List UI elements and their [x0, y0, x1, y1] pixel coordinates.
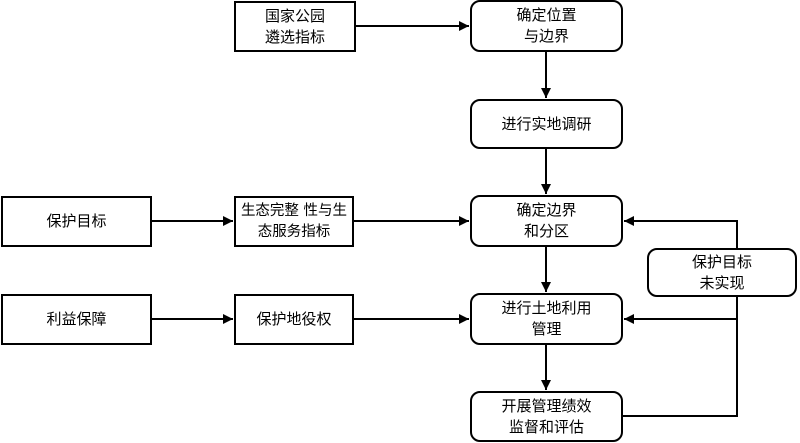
goals-unmet-box: 保护目标 未实现 [647, 248, 797, 297]
confirm-location-box: 确定位置 与边界 [470, 0, 623, 52]
np-criteria-label: 国家公园 遴选指标 [264, 6, 325, 46]
field-research-label: 进行实地调研 [501, 114, 592, 133]
feedback-eval-to-goals-unmet [622, 297, 738, 417]
performance-eval-box: 开展管理绩效 监督和评估 [470, 391, 623, 442]
performance-eval-label: 开展管理绩效 监督和评估 [501, 396, 592, 436]
eco-integrity-label: 生态完整 性与生 态服务指标 [240, 202, 348, 240]
land-use-mgmt-box: 进行土地利用 管理 [470, 293, 623, 345]
land-rights-label: 保护地役权 [256, 310, 332, 328]
goals-unmet-label: 保护目标 未实现 [691, 252, 752, 292]
benefit-guarantee-box: 利益保障 [1, 294, 152, 345]
protection-goals-box: 保护目标 [1, 196, 152, 247]
land-use-mgmt-label: 进行土地利用 管理 [501, 299, 592, 338]
confirm-zoning-label: 确定边界 和分区 [516, 201, 577, 240]
field-research-box: 进行实地调研 [470, 99, 623, 149]
protection-goals-label: 保护目标 [46, 212, 107, 230]
land-rights-box: 保护地役权 [234, 294, 354, 345]
arrow-goals-unmet-to-zoning [624, 216, 738, 248]
np-criteria-box: 国家公园 遴选指标 [234, 1, 356, 52]
confirm-location-label: 确定位置 与边界 [516, 6, 577, 45]
confirm-zoning-box: 确定边界 和分区 [470, 195, 623, 247]
benefit-guarantee-label: 利益保障 [46, 310, 107, 328]
eco-integrity-box: 生态完整 性与生 态服务指标 [234, 196, 354, 247]
